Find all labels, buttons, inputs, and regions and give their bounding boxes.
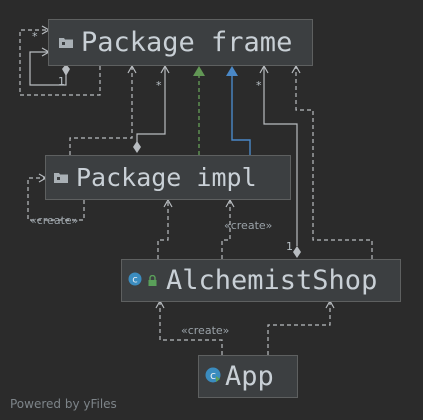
- edge-shop-frame-agg: [263, 67, 298, 246]
- edge-shop-impl-create: [221, 201, 231, 259]
- node-label: AlchemistShop: [166, 265, 378, 296]
- svg-text:c: c: [132, 275, 138, 286]
- watermark-text: Powered by yFiles: [10, 397, 117, 411]
- svg-text:c: c: [210, 369, 216, 382]
- multiplicity-frame-self-one: 1: [58, 75, 65, 88]
- node-app[interactable]: c App: [198, 355, 298, 398]
- edge-app-shop-create: [159, 302, 223, 355]
- node-alchemist-shop[interactable]: c AlchemistShop: [121, 259, 401, 302]
- node-package-frame[interactable]: Package frame: [48, 19, 313, 66]
- edge-frame-self-dashed: [19, 29, 101, 96]
- edge-frame-self-solid: [29, 51, 67, 86]
- package-icon: [59, 38, 73, 48]
- package-icon: [54, 173, 68, 183]
- edge-shop-impl-dep: [157, 201, 169, 259]
- edge-impl-frame-generalization: [231, 76, 251, 155]
- class-icon: c: [205, 367, 221, 387]
- edge-app-shop-dep: [267, 302, 331, 355]
- lock-icon: [148, 271, 157, 290]
- multiplicity-frame-impl-star: *: [156, 79, 162, 92]
- edge-label-create-impl-from-shop: «create»: [224, 219, 273, 232]
- node-label: App: [225, 361, 274, 392]
- edge-shop-frame-dep: [295, 67, 373, 259]
- multiplicity-frame-shop-star: *: [256, 79, 262, 92]
- node-label: Package impl: [76, 163, 257, 192]
- node-package-impl[interactable]: Package impl: [45, 155, 291, 200]
- edge-impl-frame-agg: [136, 67, 166, 146]
- multiplicity-shop-one: 1: [286, 240, 293, 253]
- edge-impl-frame-dep: [69, 67, 133, 155]
- diamond-frame-self: [62, 64, 70, 76]
- class-icon: c: [128, 271, 142, 290]
- node-label: Package frame: [81, 27, 293, 58]
- edge-label-create-shop-from-app: «create»: [181, 324, 230, 337]
- edge-label-create-impl-self: «create»: [30, 214, 79, 227]
- multiplicity-frame-self-star: *: [32, 30, 38, 43]
